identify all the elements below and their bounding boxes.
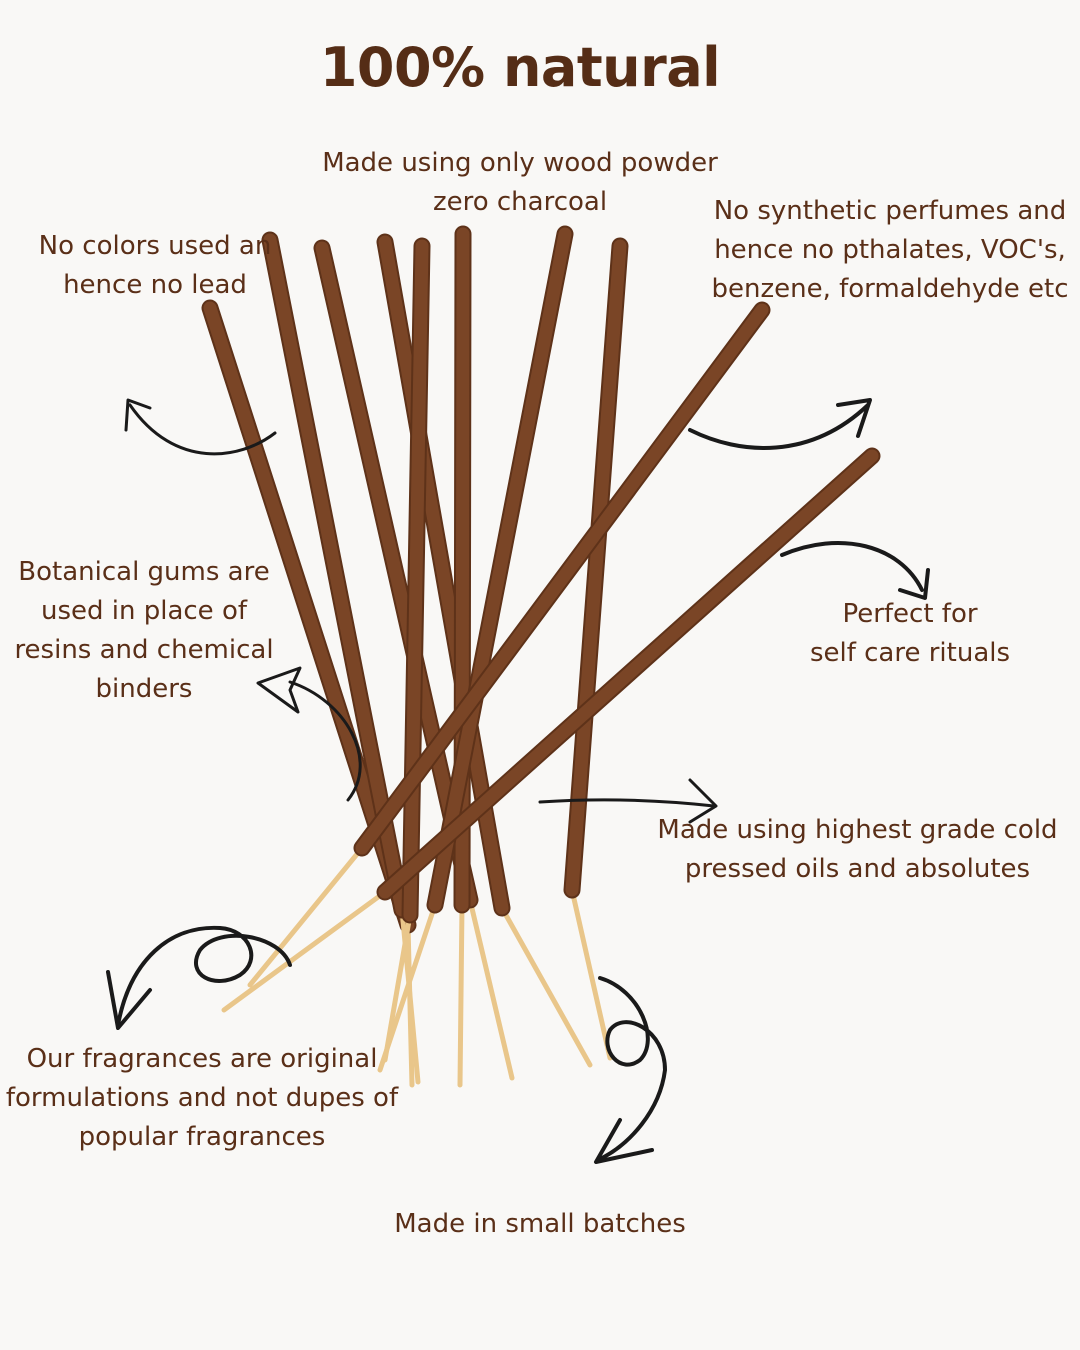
bamboo-stick (247, 845, 365, 988)
label-no-colors: No colors used an hence no lead (38, 231, 272, 300)
label-self-care: Perfect for self care rituals (809, 599, 1011, 668)
arrowhead-icon-no-colors (124, 398, 152, 432)
arrow-icon-oils (538, 798, 716, 808)
arrow-icon-small-batches (596, 976, 667, 1162)
incense-stick (313, 239, 515, 1081)
label-oils: Made using highest grade cold pressed oi… (657, 815, 1058, 884)
label-original-fragrances: Our fragrances are original formulations… (5, 1044, 399, 1152)
incense-stick (453, 225, 472, 1088)
arrow-icon-no-colors (128, 403, 277, 456)
bamboo-stick (221, 889, 388, 1013)
masala-coating (263, 233, 409, 917)
arrow-icon-botanical (288, 680, 362, 802)
arrowhead-icon-no-synthetic (836, 398, 872, 438)
hand-drawn-arrows (106, 398, 930, 1164)
arrowhead-icon-small-batches (594, 1118, 654, 1164)
masala-coating (565, 239, 627, 897)
arrowhead-icon-self-care (898, 568, 930, 600)
incense-stick (563, 237, 629, 1061)
masala-coating (378, 449, 879, 899)
arrowhead-icon-botanical (256, 666, 302, 714)
incense-stick (221, 447, 881, 1013)
bamboo-stick (499, 905, 593, 1068)
page-title: 100% natural (319, 36, 721, 99)
bamboo-stick (467, 897, 515, 1081)
label-small-batches: Made in small batches (394, 1209, 686, 1239)
masala-coating (403, 239, 429, 922)
arrowhead-icon-oils (688, 778, 718, 824)
arrow-icon-original (116, 925, 292, 1027)
incense-stick (377, 225, 574, 1073)
bamboo-stick (377, 902, 438, 1073)
masala-coating (428, 227, 572, 912)
masala-coating (315, 241, 477, 907)
bamboo-stick (457, 902, 465, 1088)
arrowhead-icon-original (106, 970, 152, 1030)
arrow-icon-no-synthetic (688, 403, 870, 450)
masala-coating (355, 303, 769, 855)
label-wood-powder: Made using only wood powder zero charcoa… (322, 148, 718, 217)
bamboo-stick (569, 887, 613, 1061)
incense-stick (247, 301, 771, 988)
label-no-synthetic: No synthetic perfumes and hence no pthal… (711, 196, 1069, 304)
incense-sticks (201, 225, 881, 1088)
arrow-icon-self-care (780, 541, 924, 592)
label-botanical-gums: Botanical gums are used in place of resi… (14, 557, 274, 704)
